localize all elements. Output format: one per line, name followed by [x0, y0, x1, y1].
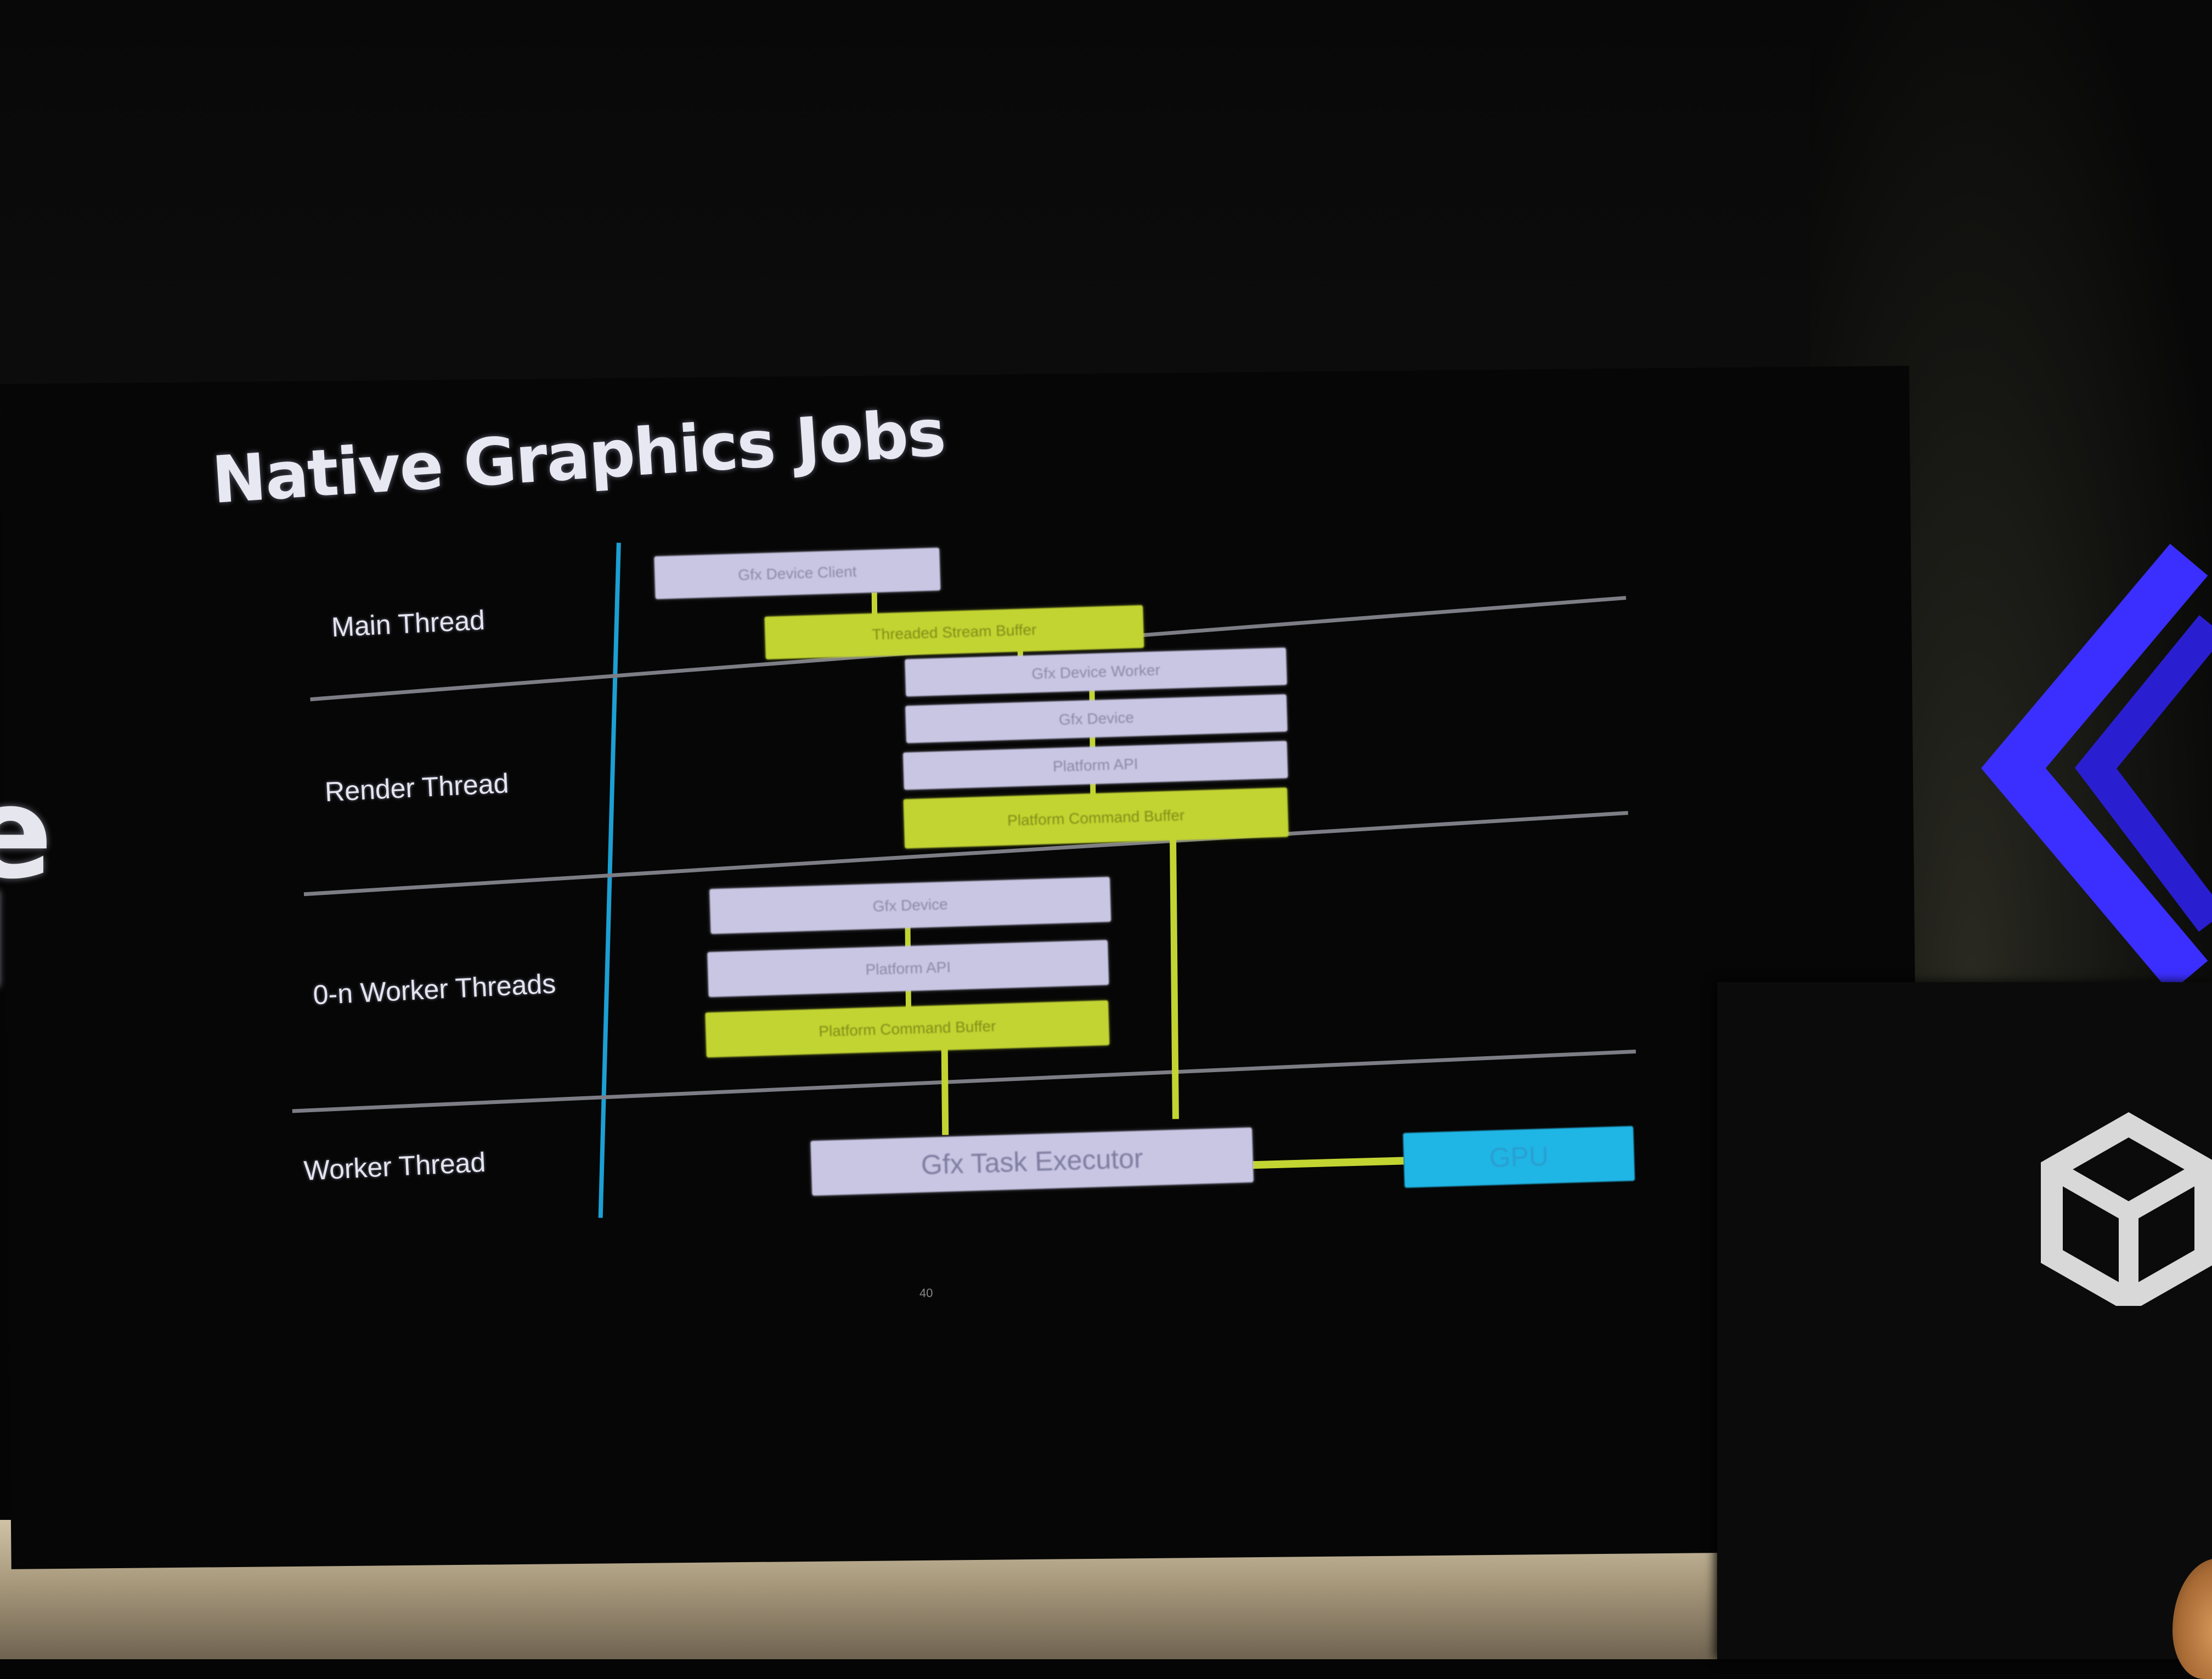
podium [1717, 982, 2212, 1659]
slide-number: 40 [919, 1286, 933, 1300]
box-gfx-device-client: Gfx Device Client [654, 548, 940, 599]
projection-screen: Native Graphics Jobs Main Thread Render … [0, 366, 1921, 1569]
row-separator [292, 1051, 1637, 1111]
axis-line [594, 543, 625, 1218]
unity-logo-icon [2041, 1108, 2212, 1309]
connector-arrow [1173, 834, 1176, 1119]
adjacent-slide-text: e l [0, 779, 53, 999]
connector-arrow [945, 1047, 946, 1135]
box-gpu: GPU [1403, 1126, 1635, 1188]
chevron-left-icon [1953, 538, 2212, 990]
connector-arrow [1253, 1161, 1404, 1165]
